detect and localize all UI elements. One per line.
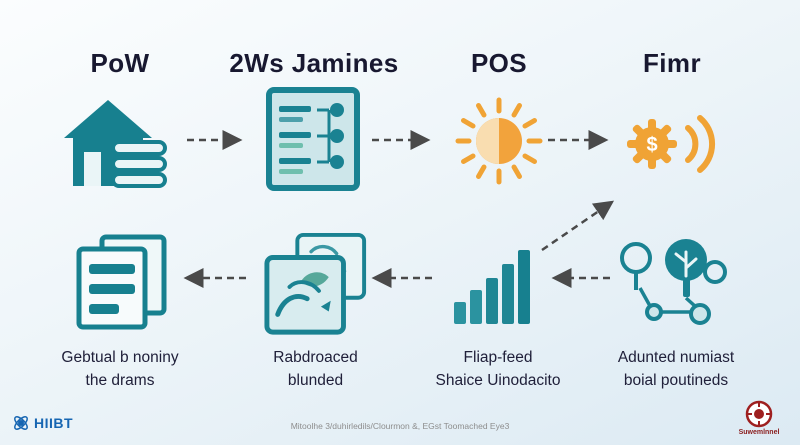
atom-logo-icon bbox=[14, 416, 28, 430]
caption-line: Gebtual b noniny bbox=[61, 349, 179, 366]
column-header-2ws-jamines: 2Ws Jamines bbox=[229, 48, 399, 78]
gear-dollar-waves-icon: $ bbox=[618, 106, 726, 182]
caption-line: Shaice Uinodacito bbox=[435, 372, 561, 390]
column-header-pow: PoW bbox=[90, 48, 150, 78]
caption-2ws-jamines: Rabdroaced blunded bbox=[228, 346, 403, 393]
dollar-glyph: $ bbox=[646, 134, 657, 156]
caption-line: blunded bbox=[287, 372, 344, 390]
sun-half-icon bbox=[452, 94, 546, 188]
arrow-diagonal-up bbox=[541, 200, 615, 252]
document-flowchart-icon bbox=[265, 86, 361, 192]
bar-chart-icon bbox=[452, 236, 534, 328]
footer-brand-left-label: HIIBT bbox=[34, 415, 74, 431]
caption-fimr: Adunted numiast boial poutineds bbox=[592, 346, 760, 393]
footer-brand-right-label: Suwemlnnel bbox=[738, 429, 780, 436]
column-header-fimr: Fimr bbox=[643, 48, 701, 78]
house-ledger-icon bbox=[58, 92, 176, 192]
caption-line: boial poutineds bbox=[623, 372, 729, 390]
caption-line: Adunted numiast bbox=[617, 349, 735, 366]
network-trees-icon bbox=[612, 228, 730, 334]
hands-panel-icon bbox=[262, 230, 370, 338]
column-header-pos: POS bbox=[470, 48, 528, 78]
caption-line: Rabdroaced bbox=[273, 349, 358, 366]
caption-pos: Fliap-feed Shaice Uinodacito bbox=[408, 346, 588, 393]
documents-list-icon bbox=[72, 232, 172, 332]
footer-brand-left: HIIBT bbox=[12, 414, 73, 432]
footer-center-text: Mitoolhe 3/duhirledils/Clourmon &, EGst … bbox=[290, 421, 510, 431]
footer-brand-right: Suwemlnnel bbox=[726, 400, 792, 436]
caption-line: the drams bbox=[85, 372, 155, 390]
caption-line: Fliap-feed bbox=[463, 349, 533, 366]
red-seal-icon bbox=[745, 400, 773, 428]
caption-pow: Gebtual b noniny the drams bbox=[22, 346, 218, 393]
